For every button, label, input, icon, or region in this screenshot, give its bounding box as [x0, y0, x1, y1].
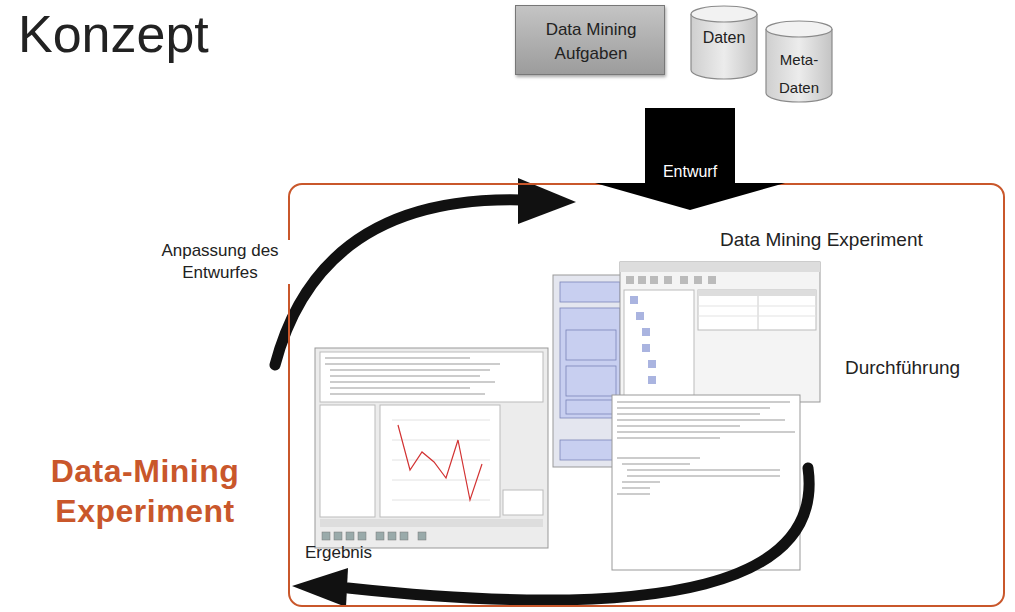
node-text: Entwurf: [645, 163, 735, 181]
data-cylinder: Daten: [690, 5, 758, 79]
node-text: Meta- Daten: [771, 46, 827, 102]
result-window: [315, 348, 548, 548]
log-window: [612, 395, 800, 570]
node-text: Data-Mining Experiment: [14, 451, 276, 531]
design-arrow: Entwurf: [590, 108, 790, 210]
node-text: Daten: [692, 29, 756, 47]
metadata-cylinder: Meta- Daten: [765, 20, 833, 102]
annotation-label: Anpassung des Entwurfes: [150, 240, 290, 284]
node-text: Data Mining Aufgaben: [521, 18, 661, 66]
task-box: Data Mining Aufgaben: [515, 5, 665, 75]
annotation-label: Durchführung: [845, 357, 1005, 379]
design-arrow-outline: [590, 108, 790, 210]
experiment-editor-window: [620, 262, 820, 402]
annotation-label: Ergebnis: [305, 543, 425, 563]
page-title: Konzept: [18, 4, 209, 64]
annotation-label: Data Mining Experiment: [720, 229, 1000, 251]
